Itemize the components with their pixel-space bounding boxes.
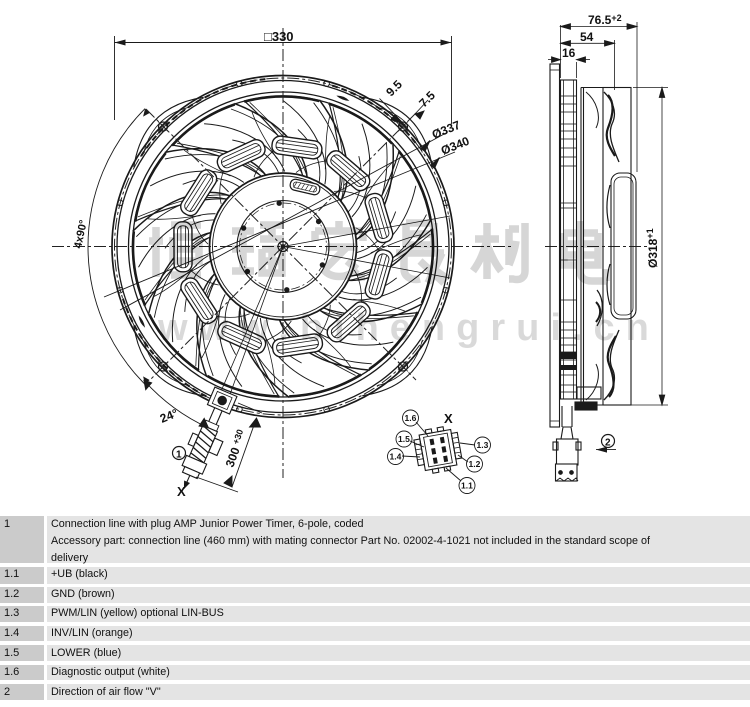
svg-text:2: 2 [605,438,611,449]
svg-text:300 +30: 300 +30 [223,428,249,469]
svg-text:Ø318+1: Ø318+1 [645,228,660,268]
svg-text:X: X [444,411,453,426]
svg-text:1.2: 1.2 [469,459,481,469]
svg-text:54: 54 [580,30,594,44]
svg-text:1.1: 1.1 [461,481,473,491]
svg-text:1.6: 1.6 [405,413,417,423]
svg-text:1.3: 1.3 [477,440,489,450]
svg-text:24°: 24° [158,406,180,426]
svg-text:1: 1 [176,450,182,461]
svg-text:1.4: 1.4 [390,452,402,462]
svg-text:□330: □330 [264,29,294,44]
svg-text:7.5: 7.5 [416,88,438,110]
svg-text:4x90°: 4x90° [72,219,90,250]
svg-text:1.5: 1.5 [398,434,410,444]
svg-text:X: X [177,484,186,499]
svg-text:9.5: 9.5 [383,77,405,99]
svg-text:www.bihengrui.cn: www.bihengrui.cn [157,307,660,349]
svg-text:76.5+2: 76.5+2 [588,13,622,27]
svg-text:16: 16 [562,46,576,60]
